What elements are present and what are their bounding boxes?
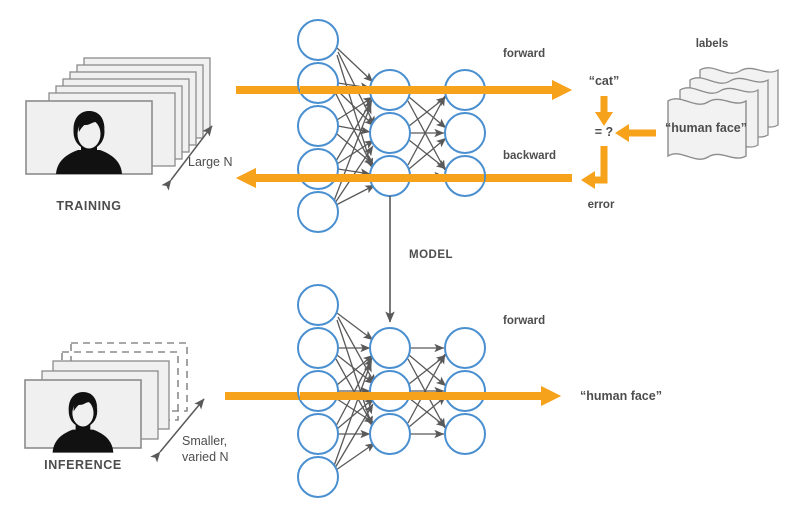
input-node [297,62,339,104]
training-dataset-size-arrow [161,125,213,191]
training-forward-label: forward [503,48,546,60]
output-node [444,327,486,369]
hidden-node [369,413,411,455]
labels-title: labels [695,38,729,50]
training-prediction-label: “cat” [588,74,620,88]
input-node [297,191,339,233]
hidden-node [369,112,411,154]
inference-forward-label: forward [503,315,546,327]
input-node [297,148,339,190]
training-image-stack [25,57,211,175]
inference-output-layer [444,327,486,455]
inference-dataset-size-label-line2: varied N [182,450,229,464]
input-node [297,456,339,498]
label-value: “human face” [665,121,747,135]
input-node [297,327,339,369]
hidden-node [369,327,411,369]
output-node [444,370,486,412]
training-backward-label: backward [503,150,557,162]
input-node [297,284,339,326]
inference-dataset-size-arrow [150,398,205,463]
inference-dataset-size-label-line1: Smaller, [182,434,228,448]
face-icon [52,391,114,453]
training-arrow-overlap [236,80,572,188]
inference-section-label: INFERENCE [44,458,122,472]
training-dataset-size-label: Large N [188,155,233,169]
compare-label: = ? [594,125,614,139]
prediction-down-arrow [595,96,613,126]
training-section-label: TRAINING [56,199,122,213]
inference-prediction-label: “human face” [580,389,662,403]
inference-network-edges [333,312,447,471]
input-node [297,19,339,61]
input-node [297,413,339,455]
inference-input-layer [297,284,339,498]
input-node [297,370,339,412]
stack-card-front [25,100,153,175]
output-node [444,413,486,455]
error-elbow-arrow [581,146,608,189]
labels-paper-stack [667,67,779,160]
error-label: error [587,199,615,211]
inference-image-stack [24,342,188,453]
input-node [297,105,339,147]
face-icon [56,111,122,174]
inference-arrow-overlap [300,386,561,406]
output-node [444,112,486,154]
training-input-layer [297,19,339,233]
inference-hidden-layer [369,327,411,455]
hidden-node [369,370,411,412]
stack-card-front [24,379,142,453]
model-label: MODEL [409,249,454,261]
paper-sheet-front [667,98,747,160]
label-to-compare-arrow [615,124,656,142]
